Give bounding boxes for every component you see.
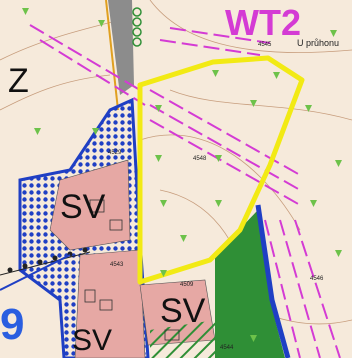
forest-zone bbox=[215, 210, 285, 358]
zone-label-z: Z bbox=[8, 62, 29, 100]
road-strip bbox=[108, 0, 134, 95]
parcel-number: 4544 bbox=[220, 345, 234, 351]
parcel-number: 4543 bbox=[110, 262, 124, 268]
zone-label-wt2: WT2 bbox=[225, 2, 301, 43]
parcel-number: 4545 bbox=[258, 42, 272, 48]
utility-line-dots bbox=[7, 247, 88, 273]
parcel-number: 4548 bbox=[193, 156, 207, 162]
zone-label-sv-lower-left: SV bbox=[72, 324, 113, 357]
fence-chain-marks bbox=[132, 7, 142, 47]
zone-label-sv-lower-right: SV bbox=[160, 292, 206, 330]
road-edge-line bbox=[105, 0, 119, 111]
magenta-corridor-lines bbox=[29, 24, 341, 358]
blue-boundary-line bbox=[0, 254, 71, 291]
forest-edge-blue bbox=[255, 204, 291, 358]
edge-digit-label: 9 bbox=[0, 300, 25, 349]
highlighted-parcel-outline bbox=[137, 55, 305, 285]
zone-label-sv-upper: SV bbox=[60, 188, 106, 226]
place-label: U průhonu bbox=[297, 38, 340, 48]
green-arrow-markers bbox=[22, 8, 342, 342]
parcel-number: 4546 bbox=[310, 276, 324, 282]
forest-hatch bbox=[150, 320, 230, 358]
parcel-number: 4509 bbox=[180, 282, 194, 288]
sv-zone-lower bbox=[74, 249, 146, 358]
parcel-number: 4529 bbox=[108, 150, 122, 156]
utility-line bbox=[0, 251, 91, 276]
building-outlines bbox=[84, 199, 180, 341]
